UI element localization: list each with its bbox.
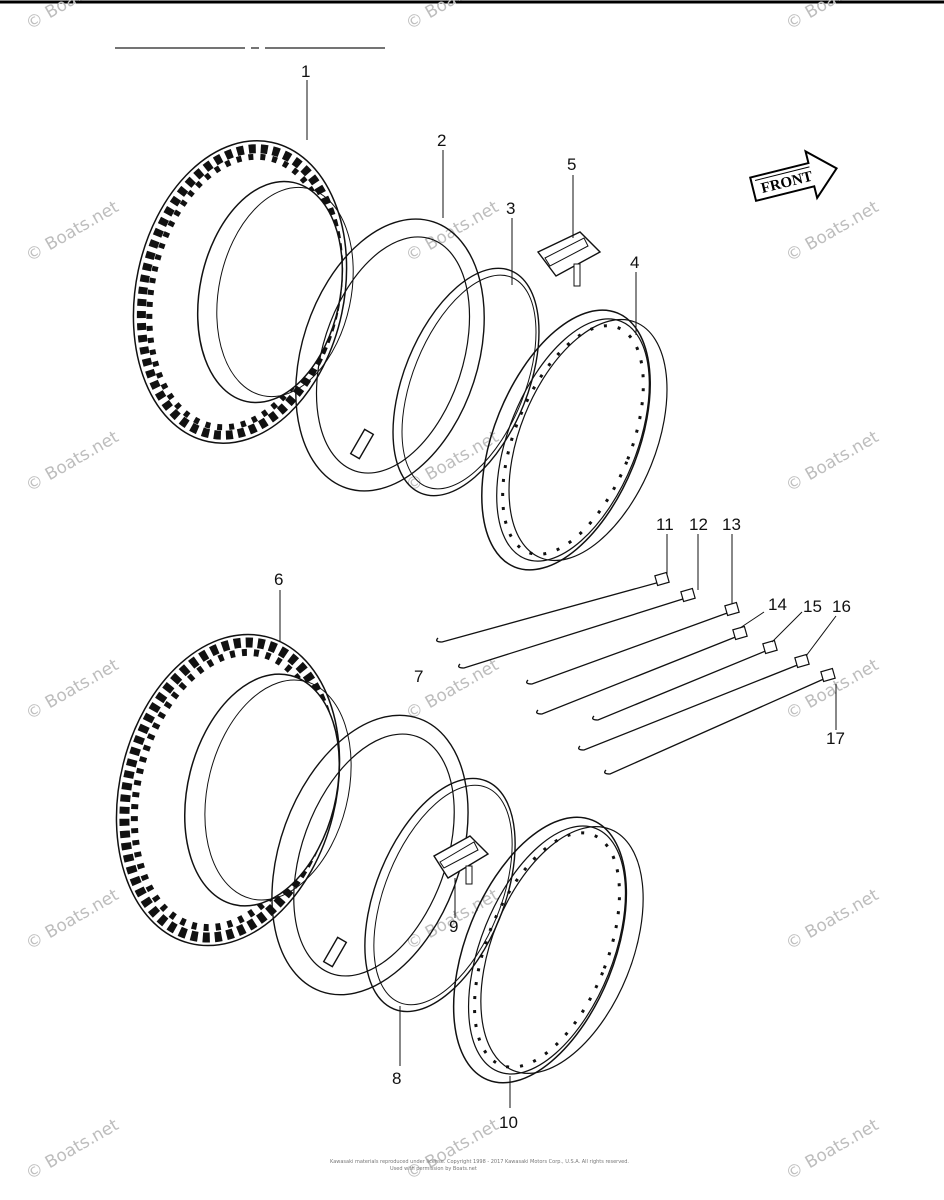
footer-copyright: Kawasaki materials reproduced under lice… [330,1159,629,1165]
callout-1: 1 [301,62,310,81]
watermark: © Boats.net [23,655,123,724]
watermark: © Boats.net [403,0,503,34]
spoke [536,625,748,715]
watermark: © Boats.net [23,885,123,954]
spoke [526,601,740,685]
rear-rim [452,816,644,1084]
front-inner-tube [295,218,485,492]
callout-10: 10 [499,1113,518,1132]
callout-6: 6 [274,570,283,589]
watermark: © Boats.net [783,427,883,496]
callout-5: 5 [567,155,576,174]
watermark: © Boats.net [403,1115,503,1184]
spoke [436,571,670,643]
leader-lines [279,80,837,1108]
watermark: © Boats.net [783,197,883,266]
callout-2: 2 [437,131,446,150]
watermark: © Boats.net [783,885,883,954]
watermark: © Boats.net [783,0,883,34]
tube-valve-stem [349,428,375,460]
spoke-set [436,571,836,775]
callout-13: 13 [722,515,741,534]
tube-valve-stem [322,936,348,968]
watermark: © Boats.net [23,0,123,34]
spoke [592,639,778,721]
watermark: © Boats.net [23,1115,123,1184]
spoke [604,667,836,775]
callout-16: 16 [832,597,851,616]
watermark: © Boats.net [403,655,503,724]
callout-labels: 1 2 3 4 5 6 7 8 9 10 11 12 13 14 15 16 1… [274,62,851,1132]
callout-9: 9 [449,917,458,936]
callout-3: 3 [506,199,515,218]
callout-15: 15 [803,597,822,616]
footer-permission: Used with permission by Boats.net [390,1166,477,1172]
watermark: © Boats.net [23,197,123,266]
watermark: © Boats.net [23,427,123,496]
callout-7: 7 [414,667,423,686]
front-rim-lock [536,231,602,287]
front-tire [132,140,354,444]
front-direction-arrow-icon: FRONT [749,149,839,203]
rear-rim-band [364,777,516,1013]
watermark: © Boats.net [783,1115,883,1184]
spoke [578,653,810,751]
callout-17: 17 [826,729,845,748]
rear-tire [115,633,352,947]
callout-12: 12 [689,515,708,534]
front-rim-band [392,267,540,497]
callout-11: 11 [656,515,674,534]
callout-4: 4 [630,253,639,272]
spoke [458,587,696,669]
rear-rim-lock [433,835,490,885]
callout-8: 8 [392,1069,401,1088]
callout-14: 14 [768,595,787,614]
